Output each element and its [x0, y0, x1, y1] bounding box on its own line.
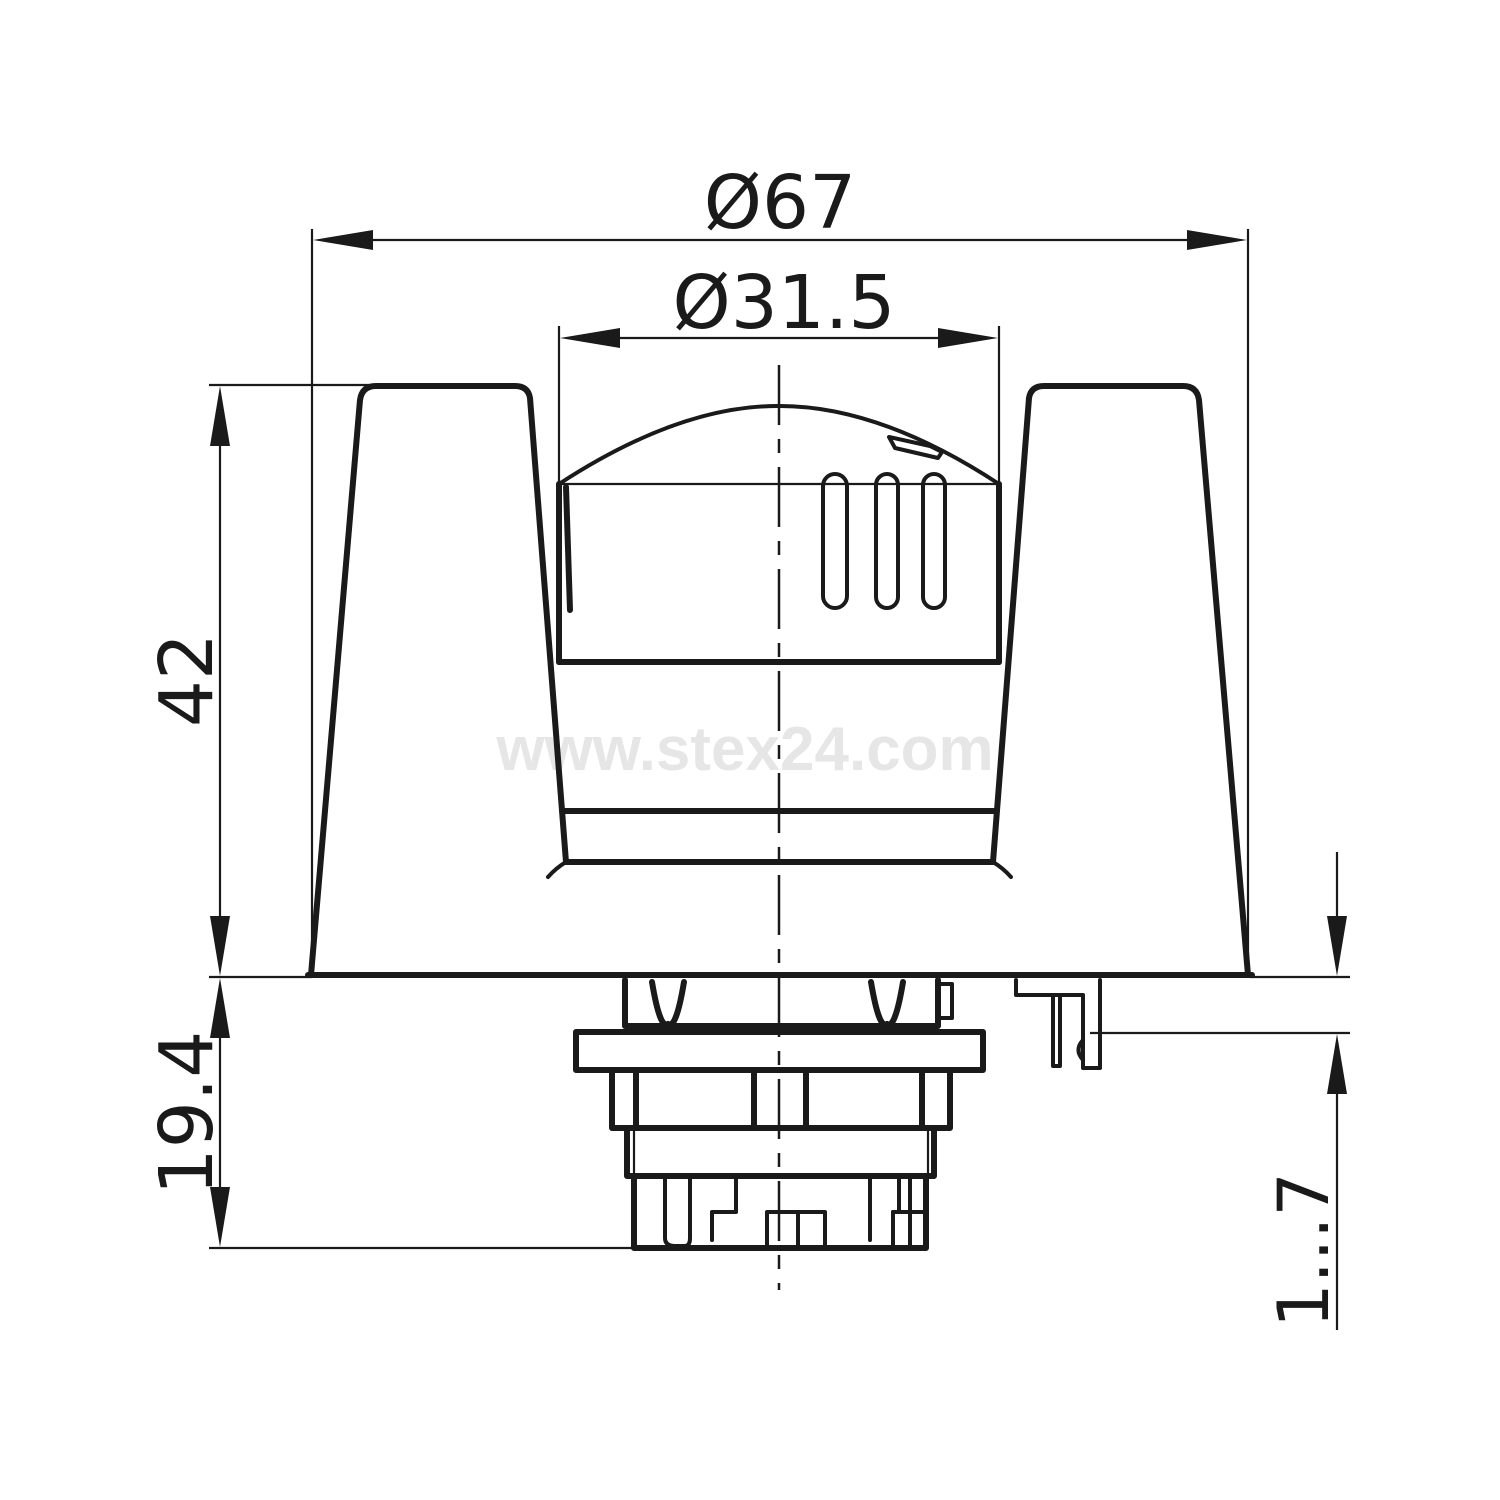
grip-slot-icon	[921, 472, 947, 610]
mounting-body	[573, 977, 986, 1251]
dimension-collar-height: 42	[144, 383, 370, 979]
dimension-panel-thickness: 1...7	[1090, 852, 1350, 1330]
dimension-outer-diameter: Ø67	[310, 160, 1250, 975]
dimension-body-height: 19.4	[144, 978, 636, 1250]
body-height-label: 19.4	[144, 1031, 230, 1196]
guard-collar	[305, 383, 1255, 978]
outer-diameter-label: Ø67	[704, 160, 856, 246]
dimension-inner-diameter: Ø31.5	[557, 260, 1001, 490]
collar-height-label: 42	[144, 633, 230, 727]
grip-slot-icon	[874, 472, 900, 610]
watermark-text: www.stex24.com	[495, 715, 993, 784]
grip-slot-icon	[821, 472, 849, 610]
button-head	[556, 403, 1002, 665]
inner-diameter-label: Ø31.5	[672, 260, 895, 346]
panel-thickness-label: 1...7	[1263, 1172, 1345, 1328]
anti-rotation-clip	[1014, 978, 1102, 1070]
